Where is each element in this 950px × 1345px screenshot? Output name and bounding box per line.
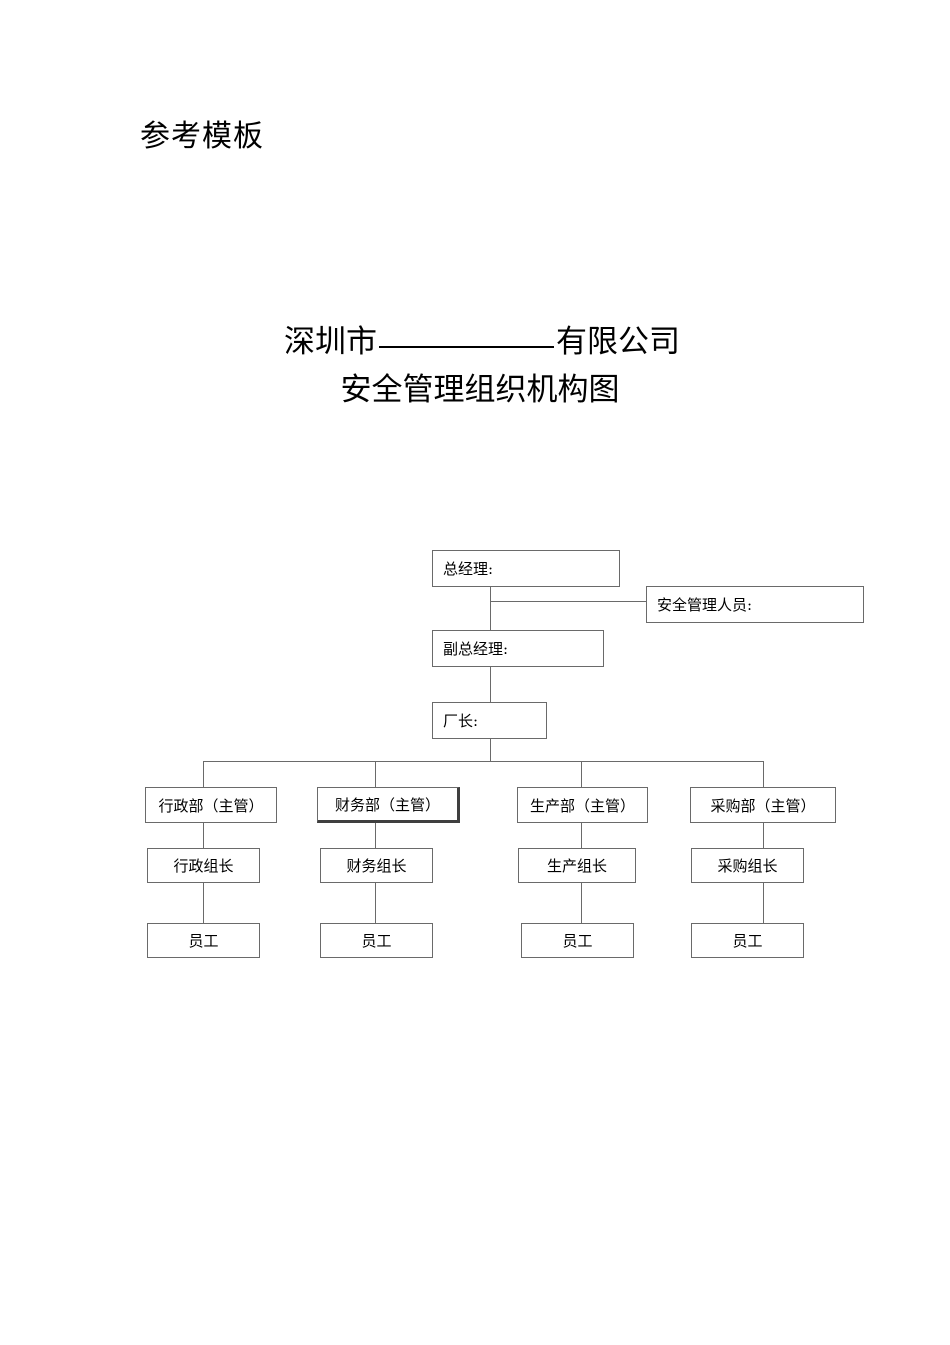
title-line-subtitle: 安全管理组织机构图 [340, 372, 620, 408]
node-admin-group-leader[interactable]: 行政组长 [147, 848, 260, 883]
connector-plant-to-bus [490, 738, 491, 762]
node-admin-department[interactable]: 行政部（主管） [145, 787, 277, 823]
connector-finance-lead-to-staff [375, 883, 376, 923]
node-finance-group-leader[interactable]: 财务组长 [320, 848, 433, 883]
node-purchasing-staff[interactable]: 员工 [691, 923, 804, 958]
node-purchasing-group-leader[interactable]: 采购组长 [691, 848, 804, 883]
connector-department-bus [203, 761, 764, 762]
title-company-suffix: 有限公司 [556, 324, 680, 360]
node-purchasing-department[interactable]: 采购部（主管） [690, 787, 836, 823]
connector-purchasing-dep-to-lead [763, 822, 764, 849]
connector-production-lead-to-staff [581, 883, 582, 923]
node-finance-staff[interactable]: 员工 [320, 923, 433, 958]
template-label: 参考模板 [140, 119, 264, 154]
node-production-group-leader[interactable]: 生产组长 [518, 848, 636, 883]
page-title: 深圳市 有限公司 安全管理组织机构图 [0, 318, 950, 414]
node-production-department[interactable]: 生产部（主管） [517, 787, 648, 823]
node-deputy-general-manager[interactable]: 副总经理: [432, 630, 604, 667]
connector-finance-dep-to-lead [375, 822, 376, 849]
connector-production-dep-to-lead [581, 822, 582, 849]
title-company-prefix: 深圳市 [284, 324, 377, 360]
connector-bus-to-purchasing-dep [763, 761, 764, 787]
connector-bus-to-finance-dep [375, 761, 376, 787]
title-company-blank [379, 346, 554, 348]
connector-admin-dep-to-lead [203, 822, 204, 849]
connector-gm-to-safety [490, 601, 647, 602]
node-plant-manager[interactable]: 厂长: [432, 702, 547, 739]
node-finance-department[interactable]: 财务部（主管） [317, 787, 460, 823]
connector-gm-trunk [490, 586, 491, 602]
connector-bus-to-admin-dep [203, 761, 204, 787]
node-safety-officer[interactable]: 安全管理人员: [646, 586, 864, 623]
connector-purchasing-lead-to-staff [763, 883, 764, 923]
node-admin-staff[interactable]: 员工 [147, 923, 260, 958]
connector-admin-lead-to-staff [203, 883, 204, 923]
node-production-staff[interactable]: 员工 [521, 923, 634, 958]
node-general-manager[interactable]: 总经理: [432, 550, 620, 587]
title-line-company: 深圳市 有限公司 [0, 318, 950, 366]
connector-gm-to-deputy [490, 601, 491, 631]
connector-bus-to-production-dep [581, 761, 582, 787]
connector-deputy-to-plant [490, 667, 491, 703]
